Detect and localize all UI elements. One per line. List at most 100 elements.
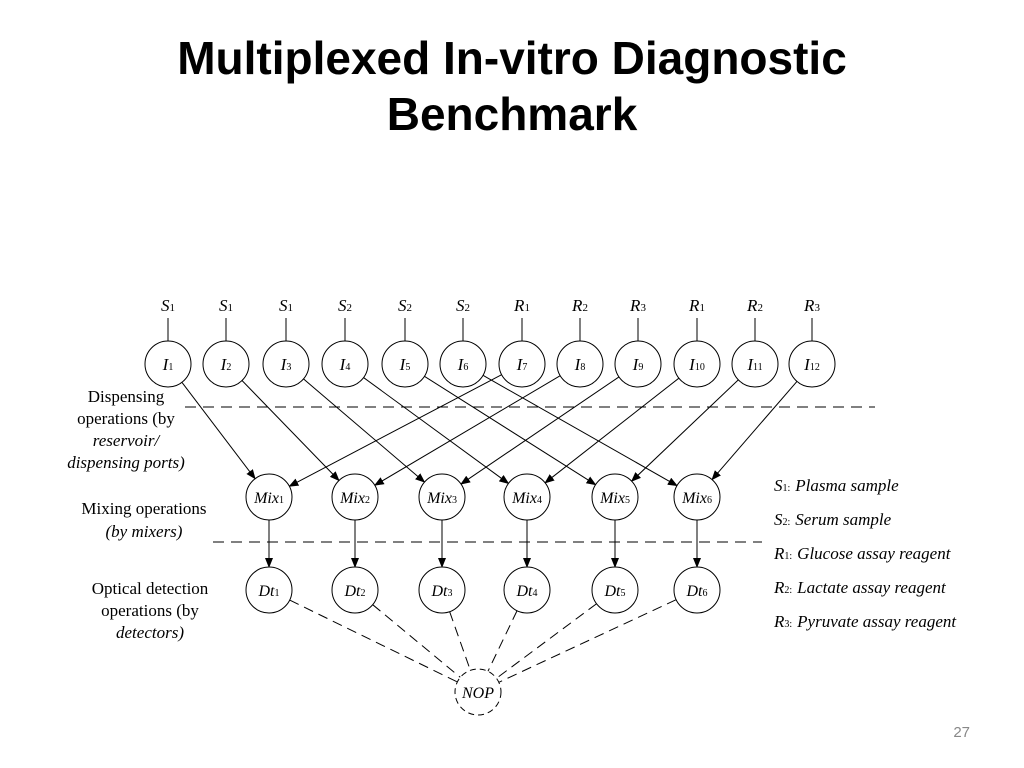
mixing-label-line-2: (by mixers)	[106, 522, 183, 541]
mix-node-label: Mix5	[599, 490, 630, 507]
source-label: S1	[161, 296, 175, 315]
input-node-label: I9	[632, 355, 644, 374]
detection-label-line-2: operations (by	[101, 601, 199, 620]
detection-node	[503, 566, 551, 614]
input-node-label: I2	[220, 355, 232, 374]
detection-node-label: Dt4	[516, 583, 538, 600]
legend-entry: R1: Glucose assay reagent	[773, 544, 952, 563]
detection-to-nop-edge	[498, 599, 677, 683]
input-node	[321, 340, 369, 388]
mix-node-label: Mix2	[339, 490, 370, 507]
mix-node	[673, 473, 721, 521]
legend-entry: S1: Plasma sample	[774, 476, 899, 495]
layer-separators	[185, 406, 875, 543]
input-to-mix-edge	[373, 375, 561, 486]
input-to-mix-edge	[424, 375, 597, 486]
input-node	[381, 340, 429, 388]
detection-node	[591, 566, 639, 614]
source-label: S1	[279, 296, 293, 315]
page-number: 27	[953, 724, 970, 741]
input-node	[498, 340, 546, 388]
source-label: R3	[629, 296, 646, 315]
source-label: R2	[746, 296, 763, 315]
input-to-mix-edge	[181, 382, 256, 480]
detection-node-label: Dt5	[604, 583, 626, 600]
input-node-label: I7	[516, 355, 528, 374]
input-node-label: I3	[280, 355, 292, 374]
edges	[167, 318, 813, 683]
dispensing-label-line-2: operations (by	[77, 409, 175, 428]
detection-to-nop-edge	[496, 603, 597, 679]
input-node-label: I6	[457, 355, 469, 374]
source-label: R3	[803, 296, 820, 315]
input-node-label: I1	[162, 355, 174, 374]
slide-title: Multiplexed In-vitro Diagnostic Benchmar…	[0, 30, 1024, 142]
source-label: S1	[219, 296, 233, 315]
source-label: S2	[338, 296, 352, 315]
detection-node-label: Dt3	[431, 583, 453, 600]
input-to-mix-edge	[630, 379, 739, 482]
input-node-label: I11	[746, 355, 762, 374]
source-label: S2	[398, 296, 412, 315]
mixing-label-line-1: Mixing operations	[81, 499, 206, 518]
input-node	[202, 340, 250, 388]
detection-to-nop-edge	[449, 611, 471, 671]
detection-label-line-3: detectors)	[116, 623, 184, 642]
detection-node-label: Dt1	[258, 583, 280, 600]
input-node	[614, 340, 662, 388]
nop-node	[454, 668, 502, 716]
input-to-mix-edge	[460, 376, 620, 485]
input-to-mix-edge	[303, 378, 426, 483]
source-label: R1	[688, 296, 705, 315]
input-node	[556, 340, 604, 388]
input-node	[731, 340, 779, 388]
input-node-label: I5	[399, 355, 411, 374]
input-node	[673, 340, 721, 388]
mix-node-label: Mix4	[511, 490, 542, 507]
input-node	[788, 340, 836, 388]
mix-node	[418, 473, 466, 521]
input-to-mix-edge	[241, 380, 340, 482]
input-node	[439, 340, 487, 388]
source-label: R2	[571, 296, 588, 315]
input-to-mix-edge	[711, 381, 798, 481]
source-label: S2	[456, 296, 470, 315]
detection-node	[418, 566, 466, 614]
slide-title-line-2: Benchmark	[386, 88, 638, 140]
mix-node	[503, 473, 551, 521]
input-node-label: I12	[803, 355, 820, 374]
row-labels: Dispensing operations (by reservoir/ dis…	[67, 387, 209, 642]
mix-node-label: Mix6	[681, 490, 712, 507]
detection-to-nop-edge	[289, 599, 458, 683]
input-node-label: I4	[339, 355, 351, 374]
nop-node-label: NOP	[461, 685, 494, 702]
dispensing-label-line-3: reservoir/	[93, 431, 162, 450]
legend-entry: R2: Lactate assay reagent	[773, 578, 947, 597]
legend-entry: S2: Serum sample	[774, 510, 892, 529]
legend-entry: R3: Pyruvate assay reagent	[773, 612, 957, 631]
input-node-label: I8	[574, 355, 586, 374]
input-to-mix-edge	[288, 374, 502, 487]
input-to-mix-edge	[544, 377, 680, 484]
detection-node	[673, 566, 721, 614]
mix-node-label: Mix3	[426, 490, 457, 507]
mix-node	[591, 473, 639, 521]
mix-node-label: Mix1	[253, 490, 284, 507]
input-to-mix-edge	[482, 374, 678, 487]
mix-node	[245, 473, 293, 521]
detection-node-label: Dt6	[686, 583, 708, 600]
dispensing-label-line-1: Dispensing	[88, 387, 165, 406]
detection-label-line-1: Optical detection	[92, 579, 209, 598]
input-node-label: I10	[688, 355, 705, 374]
dispensing-label-line-4: dispensing ports)	[67, 453, 185, 472]
detection-to-nop-edge	[372, 604, 461, 678]
mix-node	[331, 473, 379, 521]
input-node	[262, 340, 310, 388]
input-node	[144, 340, 192, 388]
detection-node	[331, 566, 379, 614]
detection-node-label: Dt2	[344, 583, 366, 600]
detection-to-nop-edge	[487, 610, 518, 672]
